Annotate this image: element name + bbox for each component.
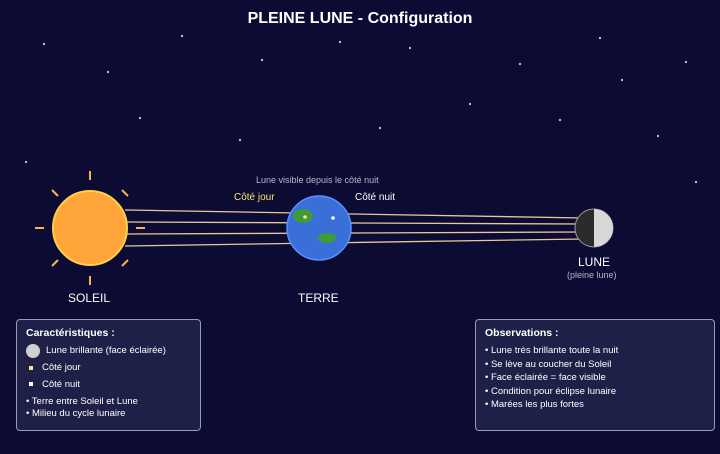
star bbox=[598, 36, 602, 40]
star bbox=[558, 118, 562, 122]
sun-ray bbox=[124, 209, 584, 219]
star bbox=[656, 134, 660, 138]
moon-label: LUNE bbox=[578, 255, 611, 269]
sunlight-rays bbox=[124, 209, 584, 247]
star bbox=[378, 126, 382, 130]
sun-icon bbox=[35, 171, 145, 285]
legend-moon-bright-label: Lune brillante (face éclairée) bbox=[46, 345, 166, 357]
star bbox=[106, 70, 110, 74]
sun-ray bbox=[124, 221, 584, 225]
star bbox=[260, 58, 264, 62]
legend-day-side: Côté jour bbox=[26, 361, 191, 375]
moon-icon bbox=[574, 208, 614, 248]
visibility-note: Lune visible depuis le côté nuit bbox=[256, 175, 379, 185]
earth-label: TERRE bbox=[298, 291, 339, 305]
star bbox=[468, 102, 472, 106]
legend-night-side-label: Côté nuit bbox=[42, 378, 81, 390]
observations-title: Observations : bbox=[485, 327, 559, 339]
star bbox=[684, 60, 688, 64]
star bbox=[338, 40, 342, 44]
star bbox=[518, 62, 522, 66]
star-field bbox=[24, 34, 698, 184]
day-side-label: Côté jour bbox=[234, 192, 275, 203]
legend-night-side: Côté nuit bbox=[26, 378, 191, 392]
observation-item: • Se lève au coucher du Soleil bbox=[485, 358, 612, 370]
observation-item: • Condition pour éclipse lunaire bbox=[485, 385, 617, 397]
earth-icon bbox=[286, 195, 352, 261]
characteristics-title: Caractéristiques : bbox=[26, 327, 115, 339]
observation-item: • Marées les plus fortes bbox=[485, 399, 584, 410]
star bbox=[694, 180, 698, 184]
observation-item: • Face éclairée = face visible bbox=[485, 372, 606, 383]
star bbox=[180, 34, 184, 38]
star bbox=[408, 46, 412, 50]
observations-panel: Observations : • Lune très brillante tou… bbox=[475, 319, 715, 431]
legend-day-side-label: Côté jour bbox=[42, 362, 81, 373]
sun-label: SOLEIL bbox=[68, 291, 111, 305]
night-side-label: Côté nuit bbox=[355, 192, 396, 203]
star bbox=[620, 78, 624, 82]
star bbox=[238, 138, 242, 142]
moon-sublabel: (pleine lune) bbox=[567, 270, 617, 280]
sun-ray bbox=[124, 238, 584, 247]
observation-item: • Lune très brillante toute la nuit bbox=[485, 345, 619, 356]
star bbox=[138, 116, 142, 120]
day-side-dot-icon bbox=[29, 365, 33, 370]
night-side-dot-icon bbox=[29, 382, 33, 387]
characteristics-panel: Caractéristiques : Lune brillante (face … bbox=[16, 319, 201, 431]
characteristics-note: • Terre entre Soleil et Lune bbox=[26, 396, 138, 407]
sun-ray bbox=[124, 231, 584, 235]
star bbox=[42, 42, 46, 46]
legend-moon-bright: Lune brillante (face éclairée) bbox=[26, 344, 191, 358]
characteristics-note: • Milieu du cycle lunaire bbox=[26, 408, 126, 419]
star bbox=[24, 160, 28, 164]
moon-bright-icon bbox=[26, 344, 40, 358]
page-title: PLEINE LUNE - Configuration bbox=[247, 10, 473, 27]
